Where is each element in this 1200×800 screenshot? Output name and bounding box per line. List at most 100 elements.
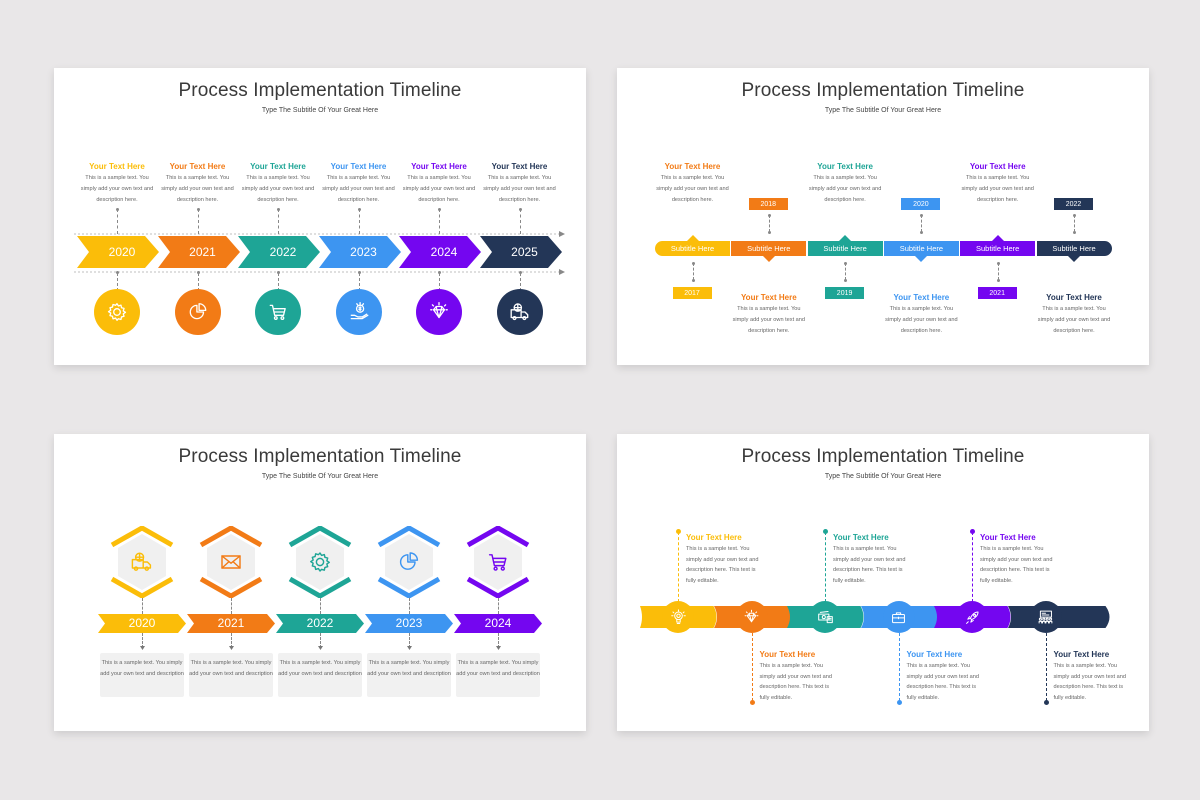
connector-line [320,598,321,614]
year-label: 2023 [395,616,423,630]
connector-dot [844,262,848,265]
step-icon-circle [255,289,301,335]
slide-3-hexagon-timeline[interactable]: Process Implementation Timeline Type The… [54,434,586,731]
connector-dot [196,271,200,274]
year-arrow[interactable]: 2020 [98,614,186,633]
segment-pointer [839,235,852,241]
step-icon-circle [662,601,694,633]
step-description: This is a sample text. You simply add yo… [906,663,979,701]
connector-line [1074,215,1075,232]
year-arrow[interactable]: 2024 [454,614,542,633]
slide-title: Process Implementation Timeline [741,80,1025,101]
year-chevron[interactable]: 2025 [479,236,562,268]
step-text-block: Your Text Here This is a sample text. Yo… [653,162,733,206]
segment-label: Subtitle Here [976,244,1020,253]
year-arrow[interactable]: 2022 [276,614,364,633]
connector-line [409,598,410,614]
connector-line [278,209,279,234]
step-text-block: Your Text Here This is a sample text. Yo… [980,533,1056,586]
connector-dot [920,214,924,217]
connector-dot [438,208,441,211]
year-label: 2020 [108,245,136,259]
segment-label: Subtitle Here [1052,244,1096,253]
connector-dot [1043,700,1049,705]
segment-label: Subtitle Here [899,244,944,253]
year-label: 2025 [511,245,538,259]
delivery-truck-icon [131,552,152,571]
connector-dot [116,271,119,274]
connector-line [409,633,410,648]
hexagon-frame [199,526,263,598]
connector-line [117,273,118,291]
connector-dot [996,279,1000,282]
step-text-block: Your Text Here This is a sample text. Yo… [729,293,809,337]
year-label: 2022 [1065,200,1082,208]
subtitle-segment[interactable]: Subtitle Here [807,241,883,256]
connector-line [498,633,499,648]
slide-4-wave-timeline[interactable]: Process Implementation Timeline Type The… [617,434,1149,731]
year-chevron[interactable]: 2023 [318,236,401,268]
step-text-block: Your Text Here This is a sample text. Yo… [1054,650,1130,703]
hexagon-frame [288,526,352,598]
step-text-block: Your Text Here This is a sample text. Yo… [760,650,836,703]
step-icon-circle [416,289,462,335]
year-badge: 2018 [748,198,788,210]
connector-dot [767,231,771,234]
year-badge: 2017 [672,287,712,299]
arrow-down-icon [139,646,145,650]
step-heading: Your Text Here [893,293,950,302]
connector-line [1045,633,1047,701]
year-label: 2023 [350,245,377,259]
step-text-block: Your Text Here This is a sample text. Yo… [158,162,238,206]
slide-1-chevron-timeline[interactable]: Process Implementation Timeline Type The… [54,68,586,365]
connector-dot [749,700,755,705]
step-description: This is a sample text. You simply add yo… [656,175,729,203]
connector-line [278,273,279,291]
connector-dot [277,208,280,211]
step-heading: Your Text Here [411,162,467,171]
slide-2-pill-timeline[interactable]: Process Implementation Timeline Type The… [617,68,1149,365]
connector-dot [844,279,848,282]
envelope-icon [221,555,241,569]
subtitle-segment[interactable]: Subtitle Here [731,241,807,256]
step-description: This is a sample text. You simply add yo… [961,175,1034,203]
slide-title: Process Implementation Timeline [741,446,1025,467]
connector-dot [196,208,200,211]
year-arrow[interactable]: 2021 [187,614,275,633]
description-box: This is a sample text. You simply add yo… [189,653,273,697]
description-box: This is a sample text. You simply add yo… [100,653,184,697]
segment-pointer [991,235,1004,241]
subtitle-segment[interactable]: Subtitle Here [883,241,959,256]
subtitle-segment[interactable]: Subtitle Here [655,241,730,256]
step-description: This is a sample text. You simply add yo… [483,175,556,203]
step-description: This is a sample text. You simply add yo… [732,306,806,334]
connector-line [231,633,232,648]
subtitle-segment[interactable]: Subtitle Here [960,241,1036,256]
year-chevron[interactable]: 2024 [399,236,481,268]
connector-line [898,633,900,701]
hexagon-icon [486,550,510,579]
connector-dot [518,271,522,274]
connector-line [358,273,360,291]
year-chevron[interactable]: 2022 [238,236,320,268]
connector-line [921,215,923,232]
step-icon-circle [882,601,915,633]
step-heading: Your Text Here [686,533,742,542]
year-arrow[interactable]: 2023 [365,614,453,633]
slide-subtitle: Type The Subtitle Of Your Great Here [824,107,942,114]
step-text-block: Your Text Here This is a sample text. Yo… [1034,293,1114,337]
year-label: 2020 [128,616,156,630]
year-label: 2024 [484,616,512,630]
step-description: This is a sample text. You simply add yo… [161,175,234,203]
segment-label: Subtitle Here [670,244,715,253]
step-text-block: Your Text Here This is a sample text. Yo… [907,650,983,703]
slide-title: Process Implementation Timeline [178,80,462,101]
subtitle-segment[interactable]: Subtitle Here [1036,241,1112,256]
briefcase-icon [892,611,905,623]
connector-line [358,209,360,234]
year-chevron[interactable]: 2020 [77,236,159,268]
connector-dot [691,279,695,282]
arrow-down-icon [228,646,234,650]
step-description: This is a sample text. You simply add yo… [686,546,759,584]
year-chevron[interactable]: 2021 [157,236,240,268]
